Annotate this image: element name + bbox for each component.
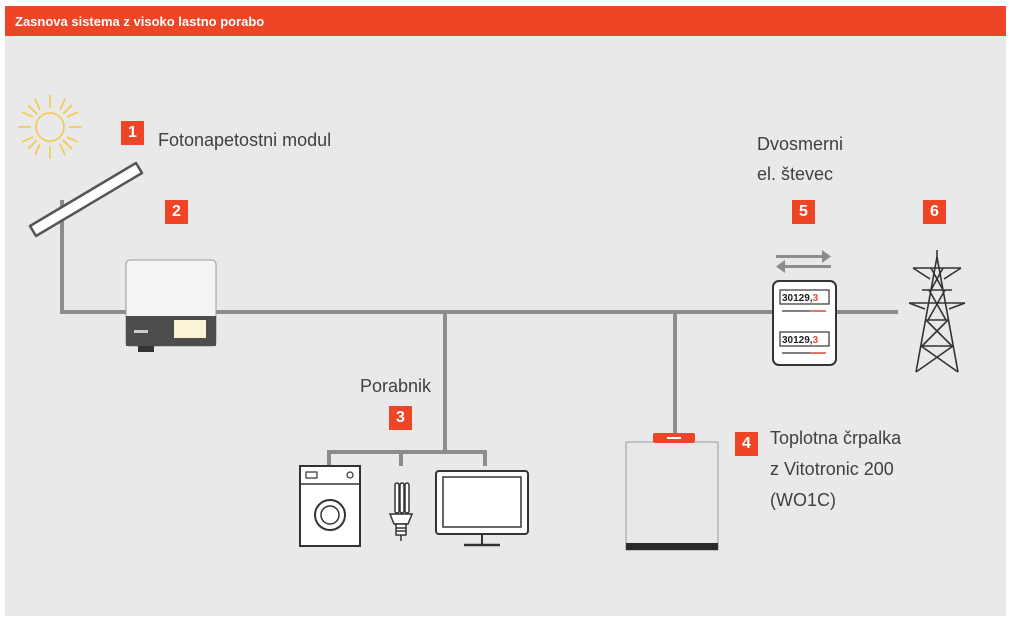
connection-lines: [60, 200, 898, 466]
monitor-icon: [435, 470, 529, 547]
inverter-icon: [125, 259, 217, 352]
electricity-meter-icon: 30129,3 30129,3: [772, 280, 837, 366]
solar-panel-icon: [28, 161, 144, 238]
washing-machine-icon: [299, 465, 361, 547]
label-heat-pump-line-2: z Vitotronic 200: [770, 459, 894, 479]
power-pylon-icon: [908, 250, 966, 373]
label-heat-pump-line-3: (WO1C): [770, 490, 836, 510]
meter-bottom-reading: 30129,: [782, 335, 813, 346]
label-heat-pump-line-1: Toplotna črpalka: [770, 428, 902, 448]
svg-text:30129,3: 30129,3: [782, 335, 819, 346]
badge-3: 3: [389, 406, 412, 430]
label-consumer: Porabnik: [360, 376, 432, 396]
page-title: Zasnova sistema z visoko lastno porabo: [15, 14, 265, 29]
badge-5: 5: [792, 200, 815, 224]
label-pv-module: Fotonapetostni modul: [158, 130, 332, 150]
meter-top-decimal: 3: [813, 293, 819, 304]
badge-2: 2: [165, 200, 188, 224]
svg-text:30129,3: 30129,3: [782, 293, 819, 304]
badge-6: 6: [923, 200, 946, 224]
sun-icon: [18, 95, 82, 159]
badge-4: 4: [735, 432, 758, 456]
light-bulb-icon: [388, 482, 414, 541]
heat-pump-icon: [625, 433, 719, 551]
header-bar: Zasnova sistema z visoko lastno porabo: [5, 6, 1006, 36]
label-meter-line-2: el. števec: [757, 164, 834, 184]
bidirectional-arrows-icon: [776, 250, 831, 273]
meter-top-reading: 30129,: [782, 293, 813, 304]
label-meter-line-1: Dvosmerni: [757, 134, 844, 154]
badge-1: 1: [121, 121, 144, 145]
meter-bottom-decimal: 3: [813, 335, 819, 346]
